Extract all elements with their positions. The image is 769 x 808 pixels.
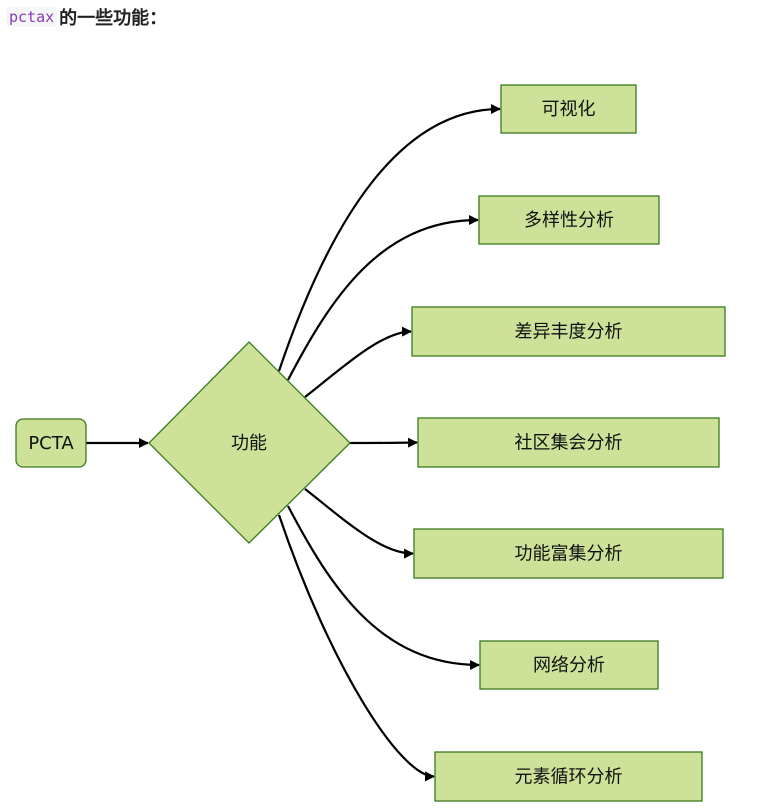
page-heading: pctax 的一些功能： [6, 4, 167, 30]
feature-node-box [411, 306, 726, 357]
feature-node-label: 元素循环分析 [515, 767, 623, 788]
feature-node-box [413, 528, 724, 579]
feature-node-label: 可视化 [542, 99, 596, 120]
feature-node: 功能富集分析 [413, 528, 724, 579]
feature-node: 差异丰度分析 [411, 306, 726, 357]
edge-hub-to-feature [304, 488, 414, 559]
hub-node-label: 功能 [231, 433, 267, 454]
edge-hub-to-feature [349, 437, 418, 448]
edge-hub-to-feature [287, 215, 479, 381]
feature-node-box [417, 417, 720, 468]
edge-hub-to-feature [304, 326, 412, 398]
feature-node-label: 社区集会分析 [515, 433, 623, 454]
root-node-label: PCTA [28, 433, 74, 454]
feature-node-label: 多样性分析 [524, 210, 614, 231]
feature-node: 可视化 [500, 84, 637, 134]
feature-node-label: 功能富集分析 [515, 544, 623, 565]
code-pctax: pctax [6, 7, 58, 27]
feature-node: 社区集会分析 [417, 417, 720, 468]
edge-hub-to-feature [277, 104, 501, 372]
feature-node: 网络分析 [479, 640, 659, 690]
root-node: PCTA [15, 418, 87, 468]
edge-hub-to-feature [287, 505, 480, 670]
feature-node-box [479, 640, 659, 690]
feature-node-box [478, 195, 660, 245]
hub-node: 功能 [148, 341, 351, 544]
feature-node-box [434, 751, 703, 802]
edge-hub-to-feature [277, 514, 435, 782]
feature-node: 元素循环分析 [434, 751, 703, 802]
feature-node-box [500, 84, 637, 134]
heading-text: 的一些功能： [59, 8, 168, 29]
feature-node-label: 差异丰度分析 [515, 322, 623, 343]
feature-node: 多样性分析 [478, 195, 660, 245]
feature-node-label: 网络分析 [533, 655, 605, 676]
